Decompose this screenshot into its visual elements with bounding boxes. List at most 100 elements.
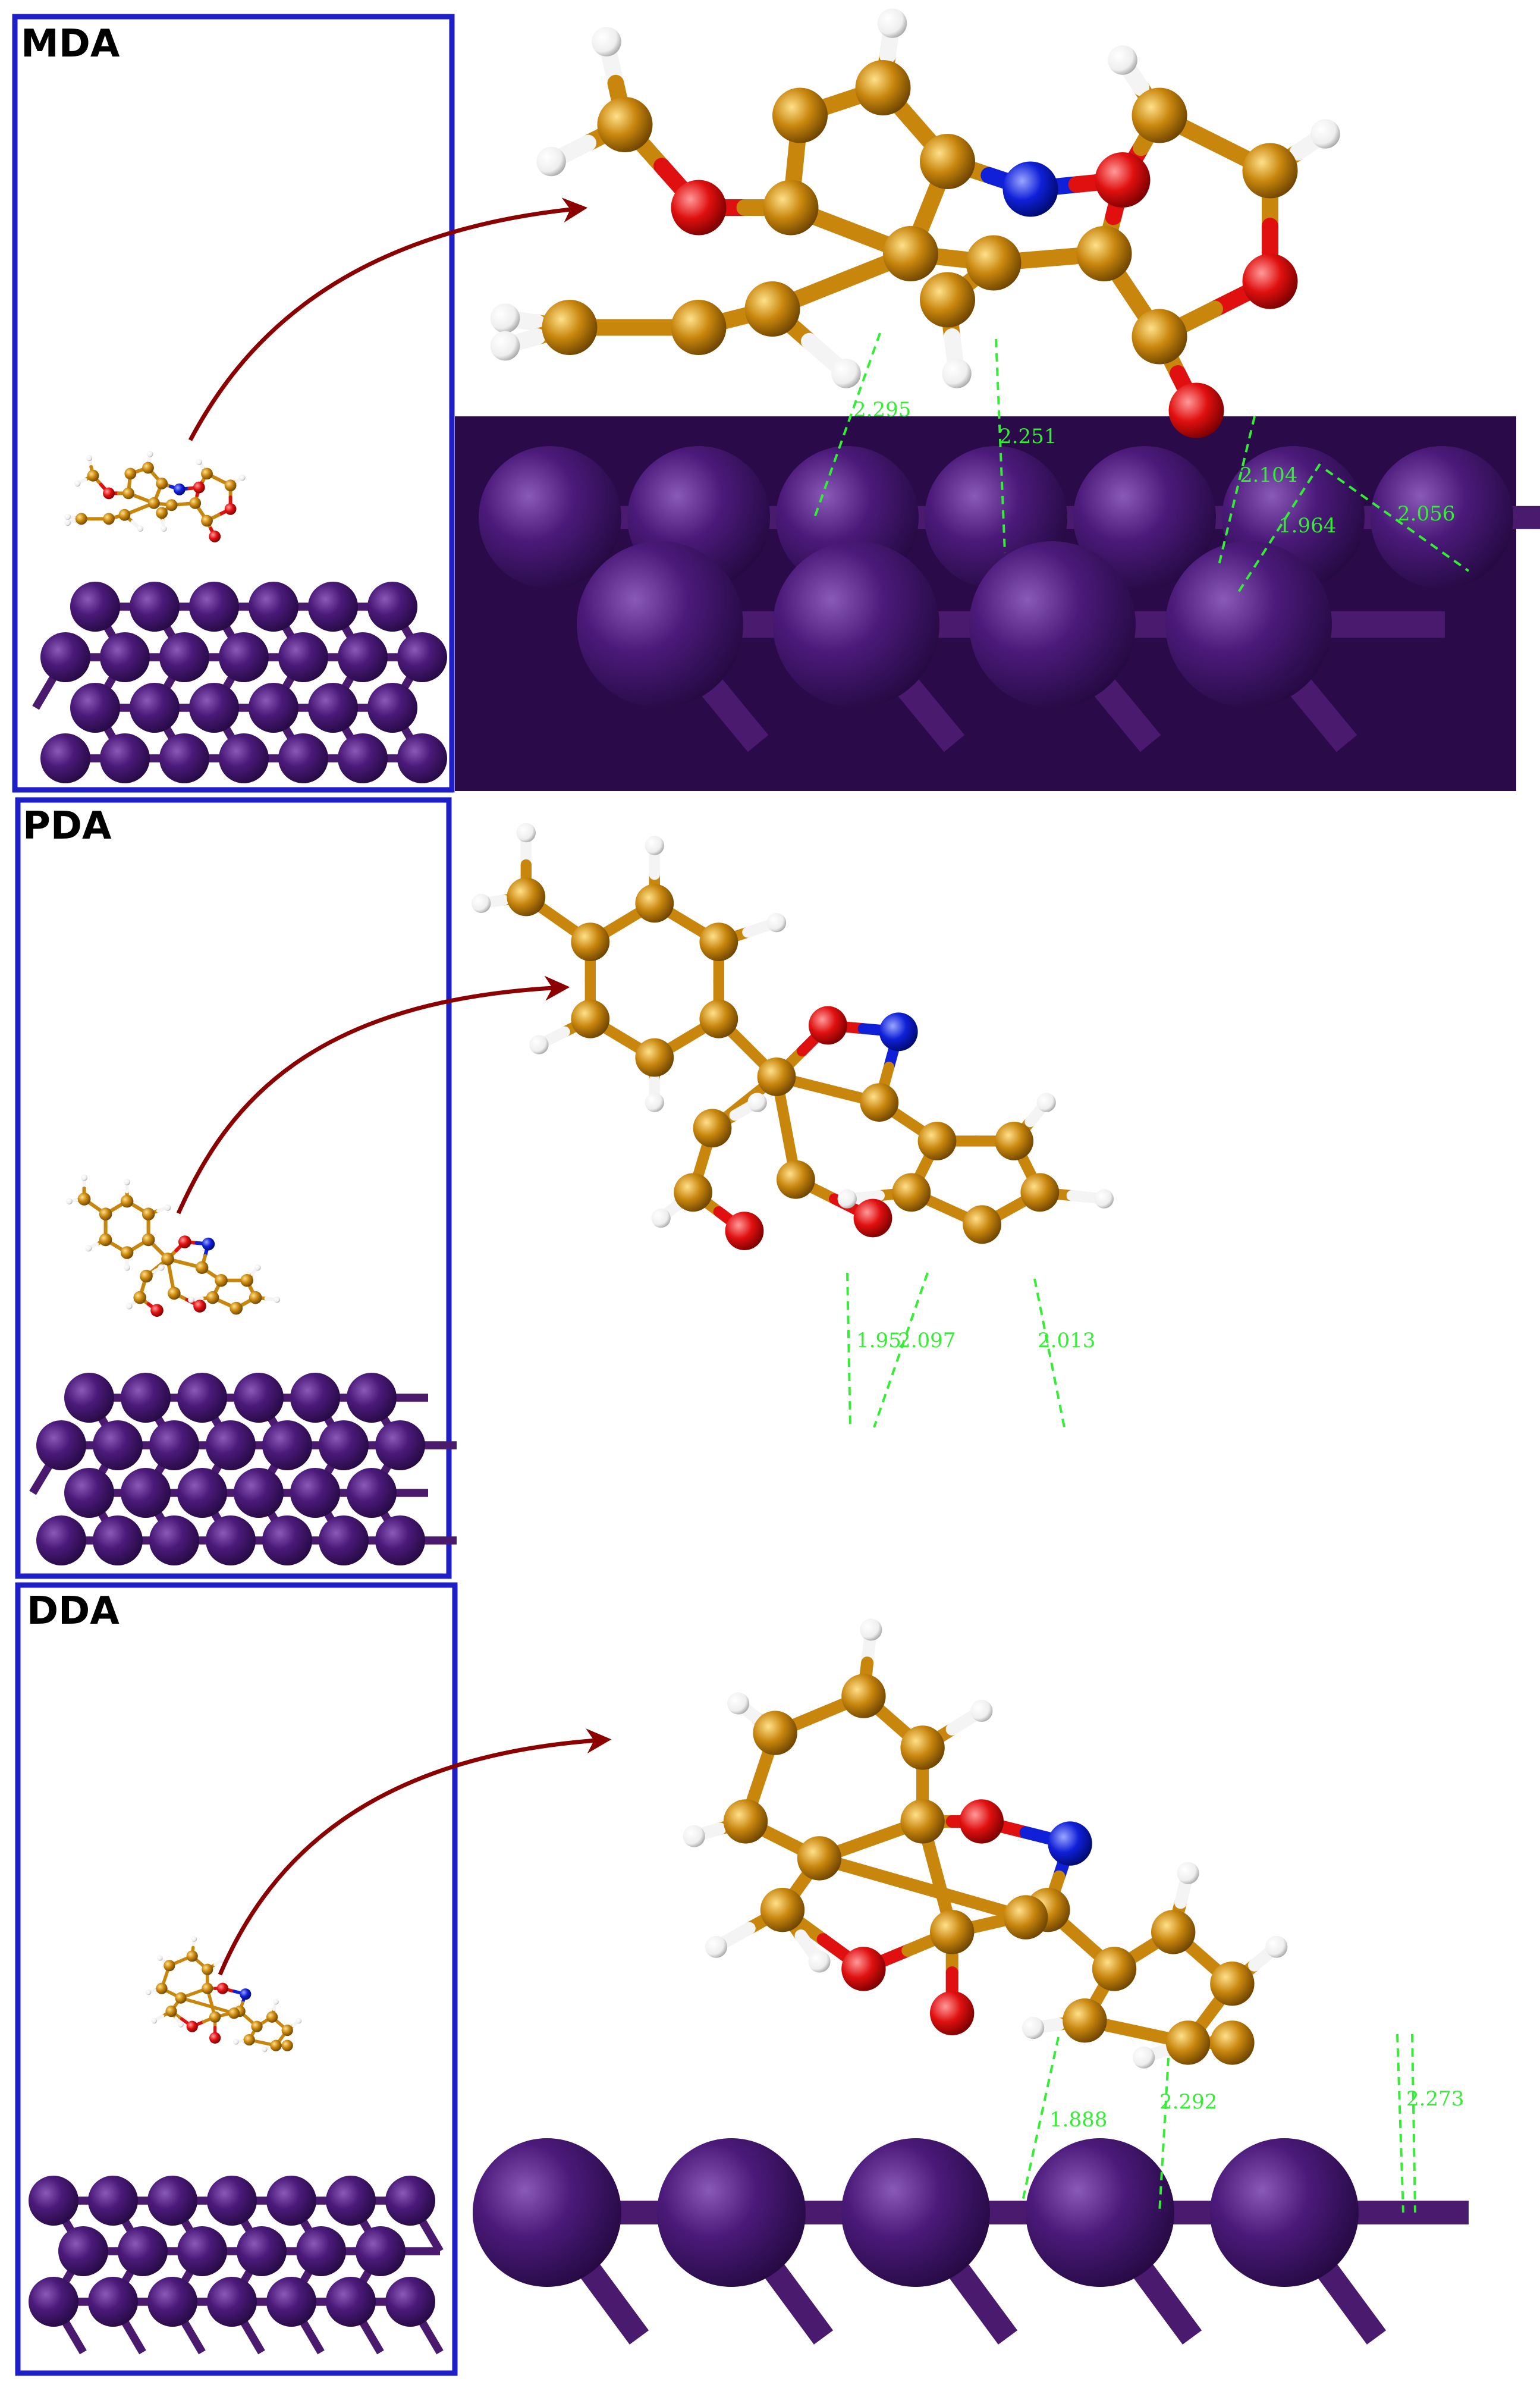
surface-atom	[397, 632, 447, 682]
oxygen-atom	[1095, 152, 1151, 208]
surface-atom	[773, 541, 939, 708]
carbon-atom	[103, 513, 115, 525]
carbon-atom	[99, 1233, 112, 1247]
surface-atom	[296, 2226, 346, 2276]
carbon-atom	[1165, 2020, 1211, 2065]
carbon-atom	[142, 1233, 155, 1247]
surface-atom	[347, 1373, 397, 1423]
surface-atom	[29, 2277, 78, 2327]
surface-atom	[219, 733, 269, 783]
hydrogen-atom	[705, 1935, 727, 1958]
carbon-atom	[1092, 1947, 1137, 1991]
oxygen-atom	[853, 1198, 892, 1238]
surface-atom	[326, 2277, 376, 2327]
hydrogen-atom	[74, 480, 81, 487]
distance-line	[1396, 2034, 1404, 2213]
carbon-atom	[772, 87, 828, 143]
surface-atom	[1073, 446, 1216, 589]
hydrogen-atom	[85, 1245, 92, 1252]
oxygen-atom	[103, 487, 115, 500]
surface-atom	[385, 2176, 435, 2226]
carbon-atom	[1151, 1910, 1196, 1954]
oxygen-atom	[209, 531, 221, 542]
hydrogen-atom	[274, 1296, 280, 1303]
hydrogen-atom	[645, 836, 665, 855]
carbon-atom	[206, 1291, 219, 1304]
surface-atom	[206, 1515, 256, 1565]
panel-dda-zoom-arrow	[218, 1728, 612, 1976]
carbon-atom	[161, 1253, 174, 1266]
hydrogen-atom	[1265, 1935, 1288, 1958]
panel-mda-distance-lines	[813, 332, 1470, 596]
carbon-atom	[571, 999, 610, 1038]
surface-atom	[58, 2226, 108, 2276]
carbon-atom	[963, 1205, 1001, 1244]
distance-label: 2.295	[853, 398, 911, 422]
panel-pda-distance-lines	[846, 1272, 1066, 1428]
surface-atom	[159, 733, 209, 783]
surface-atom	[326, 2176, 376, 2226]
hydrogen-atom	[472, 893, 491, 914]
surface-atom	[1026, 2138, 1174, 2287]
distance-label: 2.056	[1397, 502, 1455, 526]
carbon-atom	[930, 1910, 975, 1954]
surface-atom	[147, 2277, 197, 2327]
surface-atom	[100, 632, 150, 682]
carbon-atom	[757, 1058, 796, 1096]
oxygen-atom	[930, 1991, 975, 2035]
hydrogen-atom	[877, 8, 907, 38]
nitrogen-atom	[173, 483, 186, 495]
hydrogen-atom	[1133, 2046, 1155, 2069]
oxygen-atom	[209, 2032, 221, 2044]
hydrogen-atom	[254, 1264, 261, 1271]
distance-line	[995, 338, 1006, 554]
hydrogen-atom	[1108, 45, 1137, 75]
distance-line	[1218, 416, 1256, 566]
surface-atom	[88, 2277, 138, 2327]
panel-dda-frame	[15, 1582, 458, 2376]
surface-atom	[479, 446, 621, 589]
oxygen-atom	[193, 1300, 206, 1313]
surface-atom	[177, 1468, 227, 1518]
panel-pda: 1.95 2.097 2.013 PDA	[15, 797, 1114, 1579]
hydrogen-atom	[239, 474, 246, 481]
hydrogen-atom	[1094, 1189, 1114, 1209]
carbon-atom	[542, 300, 598, 355]
carbon-atom	[202, 1982, 213, 1994]
carbon-atom	[142, 1207, 155, 1220]
panel-dda-label: DDA	[27, 1589, 120, 1633]
carbon-atom	[249, 1291, 262, 1304]
oxygen-atom	[186, 2020, 198, 2032]
panel-mda-zoom-surface	[479, 446, 1540, 752]
carbon-atom	[156, 478, 168, 489]
surface-atom	[367, 683, 417, 733]
panel-dda-overview-molecule	[145, 1936, 302, 2053]
carbon-atom	[1020, 1173, 1060, 1212]
panel-pda-frame	[15, 797, 452, 1579]
surface-atom	[338, 632, 388, 682]
surface-atom	[308, 582, 358, 632]
surface-atom	[338, 733, 388, 783]
carbon-atom	[122, 487, 134, 500]
carbon-atom	[699, 999, 738, 1038]
surface-atom	[207, 2277, 257, 2327]
carbon-atom	[1132, 87, 1187, 143]
hydrogen-atom	[137, 525, 144, 532]
oxygen-atom	[671, 180, 727, 236]
hydrogen-atom	[124, 1264, 131, 1271]
carbon-atom	[860, 1083, 899, 1122]
surface-atom	[149, 1420, 199, 1470]
panel-mda-zoom-molecule	[490, 8, 1340, 438]
surface-atom	[278, 733, 328, 783]
surface-atom	[1210, 2138, 1359, 2287]
carbon-atom	[156, 507, 168, 519]
distance-label: 2.251	[999, 425, 1057, 448]
surface-atom	[36, 1420, 86, 1470]
panel-dda-zoom-molecule	[683, 1618, 1288, 2069]
carbon-atom	[118, 509, 131, 521]
nitrogen-atom	[1002, 161, 1058, 217]
carbon-atom	[892, 1173, 931, 1212]
panel-mda-frame	[12, 14, 455, 793]
surface-atom	[841, 2138, 990, 2287]
carbon-atom	[228, 2007, 240, 2019]
